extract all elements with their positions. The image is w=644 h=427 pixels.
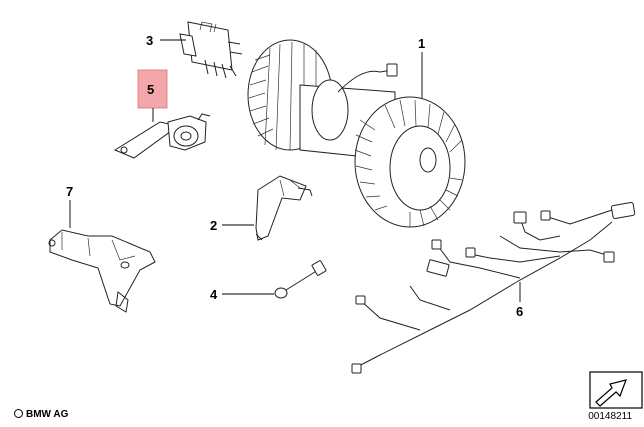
callout-5-highlight <box>137 69 168 109</box>
brand-label: BMW AG <box>14 409 68 420</box>
callout-2: 2 <box>210 218 217 233</box>
callout-6: 6 <box>516 304 523 319</box>
callout-3: 3 <box>146 33 153 48</box>
arrow-icon[interactable] <box>589 371 643 409</box>
part-3-connector-block[interactable] <box>179 21 243 79</box>
part-4-sensor[interactable] <box>274 260 327 299</box>
part-5-actuator[interactable] <box>113 113 211 159</box>
part-7-bracket[interactable] <box>48 229 156 313</box>
part-1-blower-motor[interactable] <box>247 39 466 228</box>
part-6-wiring-harness[interactable] <box>351 201 636 374</box>
brand-text: BMW AG <box>26 409 69 420</box>
callout-7: 7 <box>66 184 73 199</box>
diagram-number: 00148211 <box>588 411 632 422</box>
callout-4: 4 <box>210 287 218 302</box>
copyright-icon <box>14 409 23 418</box>
callout-1: 1 <box>418 36 425 51</box>
callout-5: 5 <box>147 82 154 97</box>
part-2-clip[interactable] <box>255 175 313 241</box>
